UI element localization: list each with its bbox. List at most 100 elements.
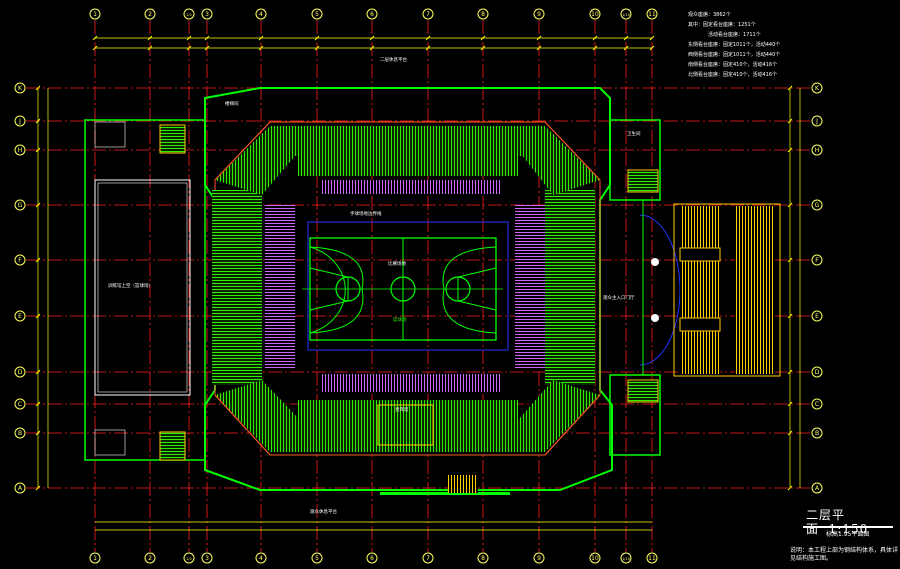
row-axis-bubble bbox=[811, 310, 823, 322]
basketball-court bbox=[302, 221, 509, 351]
seating-east-vip bbox=[515, 205, 545, 370]
row-axis-bubble bbox=[811, 366, 823, 378]
east-entrance bbox=[609, 119, 781, 456]
column-axis-label: 3 bbox=[205, 11, 209, 18]
seating-south-vip bbox=[320, 374, 500, 392]
title-text: 二层平面 bbox=[806, 508, 846, 536]
seating-note: 其中：固定看台座席：1251个 bbox=[688, 22, 756, 28]
column-axis-label: 1/2 bbox=[186, 557, 192, 561]
row-axis-label: H bbox=[815, 147, 820, 154]
column-axis-label: 1 bbox=[93, 11, 97, 18]
top-hall-label: 二层休息平台 bbox=[380, 58, 407, 63]
row-axis-bubble bbox=[811, 115, 823, 127]
row-axis-label: F bbox=[18, 257, 22, 264]
column-axis-label: 7 bbox=[426, 11, 430, 18]
seating-note: 观众座席：3862个 bbox=[688, 12, 731, 18]
entrance-label: 观众主入口门厅 bbox=[603, 296, 635, 301]
dimension-lines bbox=[35, 35, 801, 531]
row-axis-label: B bbox=[815, 430, 819, 437]
row-axis-bubble bbox=[14, 82, 26, 94]
seating-south bbox=[270, 420, 545, 452]
row-axis-bubble bbox=[14, 144, 26, 156]
row-axis-label: C bbox=[18, 401, 22, 408]
column-axis-bubble bbox=[89, 8, 101, 20]
seating-west bbox=[212, 190, 262, 385]
row-axis-label: C bbox=[815, 401, 819, 408]
column-axis-bubble bbox=[366, 552, 378, 564]
row-axis-bubble bbox=[811, 199, 823, 211]
column-axis-label: 4 bbox=[259, 555, 263, 562]
column-axis-label: 10 bbox=[591, 11, 599, 18]
drawing-footnote: 说明：本工程上部为钢结构体系，具体详见结构施工图。 bbox=[790, 547, 899, 562]
left-hall-label: 训练馆上空（篮球场） bbox=[108, 284, 153, 289]
court-label: 比赛场地 bbox=[388, 262, 406, 267]
seating-east bbox=[545, 190, 595, 385]
court-center-label: 篮球场 bbox=[393, 318, 407, 323]
column-axis-label: 6 bbox=[370, 555, 374, 562]
row-axis-bubble bbox=[811, 427, 823, 439]
row-axis-bubble bbox=[14, 427, 26, 439]
column-axis-label: 6 bbox=[370, 11, 374, 18]
column-axis-bubble bbox=[144, 552, 156, 564]
row-axis-bubble bbox=[14, 482, 26, 494]
column-axis-bubble bbox=[646, 8, 658, 20]
seating-north-vip bbox=[320, 180, 500, 194]
column-axis-label: 2 bbox=[148, 11, 152, 18]
seating-west-vip bbox=[265, 205, 295, 370]
column-axis-bubble bbox=[533, 8, 545, 20]
row-axis-label: G bbox=[815, 202, 820, 209]
column-axis-bubble bbox=[589, 552, 601, 564]
row-axis-bubble bbox=[14, 199, 26, 211]
row-axis-label: D bbox=[18, 369, 23, 376]
row-axis-label: E bbox=[815, 313, 819, 320]
column-axis-label: 2 bbox=[148, 555, 152, 562]
bottom-hall-label: 观众休息平台 bbox=[310, 510, 337, 515]
column-axis-label: 7 bbox=[426, 555, 430, 562]
court-boundary-label: 手球场地边界线 bbox=[350, 212, 382, 217]
row-axis-bubble bbox=[811, 254, 823, 266]
column-axis-bubble bbox=[183, 552, 195, 564]
row-axis-bubble bbox=[14, 398, 26, 410]
row-axis-bubble bbox=[811, 398, 823, 410]
column-axis-label: 4 bbox=[259, 11, 263, 18]
column-axis-label: 3 bbox=[205, 555, 209, 562]
row-axis-bubble bbox=[14, 254, 26, 266]
row-axis-label: K bbox=[815, 85, 820, 92]
column-axis-label: 1/10 bbox=[622, 557, 630, 561]
column-axis-bubble bbox=[620, 8, 632, 20]
seating-note: 东侧看台座席：固定1011个，活动440个 bbox=[688, 42, 781, 48]
seating-note: 南侧看台座席：固定410个，活动416个 bbox=[688, 62, 778, 68]
column-axis-bubble bbox=[422, 552, 434, 564]
column-axis-bubble bbox=[89, 552, 101, 564]
seating-note: 活动看台座席：1711个 bbox=[708, 32, 761, 38]
column-axis-bubble bbox=[477, 8, 489, 20]
left-training-hall bbox=[84, 119, 206, 461]
row-axis-label: B bbox=[18, 430, 22, 437]
row-axis-bubble bbox=[811, 482, 823, 494]
column-axis-bubble bbox=[255, 8, 267, 20]
toilet-label: 卫生间 bbox=[627, 132, 641, 137]
column-axis-label: 8 bbox=[481, 555, 485, 562]
column-axis-label: 8 bbox=[481, 11, 485, 18]
row-axis-bubble bbox=[14, 115, 26, 127]
row-axis-label: K bbox=[18, 85, 23, 92]
vip-label: 贵宾席 bbox=[395, 408, 409, 413]
row-axis-label: A bbox=[815, 485, 820, 492]
column-axis-label: 11 bbox=[648, 555, 656, 562]
column-axis-label: 10 bbox=[591, 555, 599, 562]
stair-label: 楼梯间 bbox=[225, 102, 239, 107]
seating-note: 北侧看台座席：固定410个，活动416个 bbox=[688, 72, 778, 78]
row-axis-label: G bbox=[18, 202, 23, 209]
drawing-subtitle: 标高1.95平面图 bbox=[826, 531, 870, 538]
drawing-title: 二层平面 1:150 bbox=[806, 508, 900, 536]
column-axis-bubble bbox=[201, 552, 213, 564]
seating-south-lower bbox=[298, 400, 518, 420]
column-axis-bubble bbox=[255, 552, 267, 564]
row-axis-bubble bbox=[811, 144, 823, 156]
row-axis-bubble bbox=[811, 82, 823, 94]
column-axis-label: 9 bbox=[537, 555, 541, 562]
column-axis-bubble bbox=[366, 8, 378, 20]
row-axis-bubble bbox=[14, 366, 26, 378]
column-axis-label: 11 bbox=[648, 11, 656, 18]
